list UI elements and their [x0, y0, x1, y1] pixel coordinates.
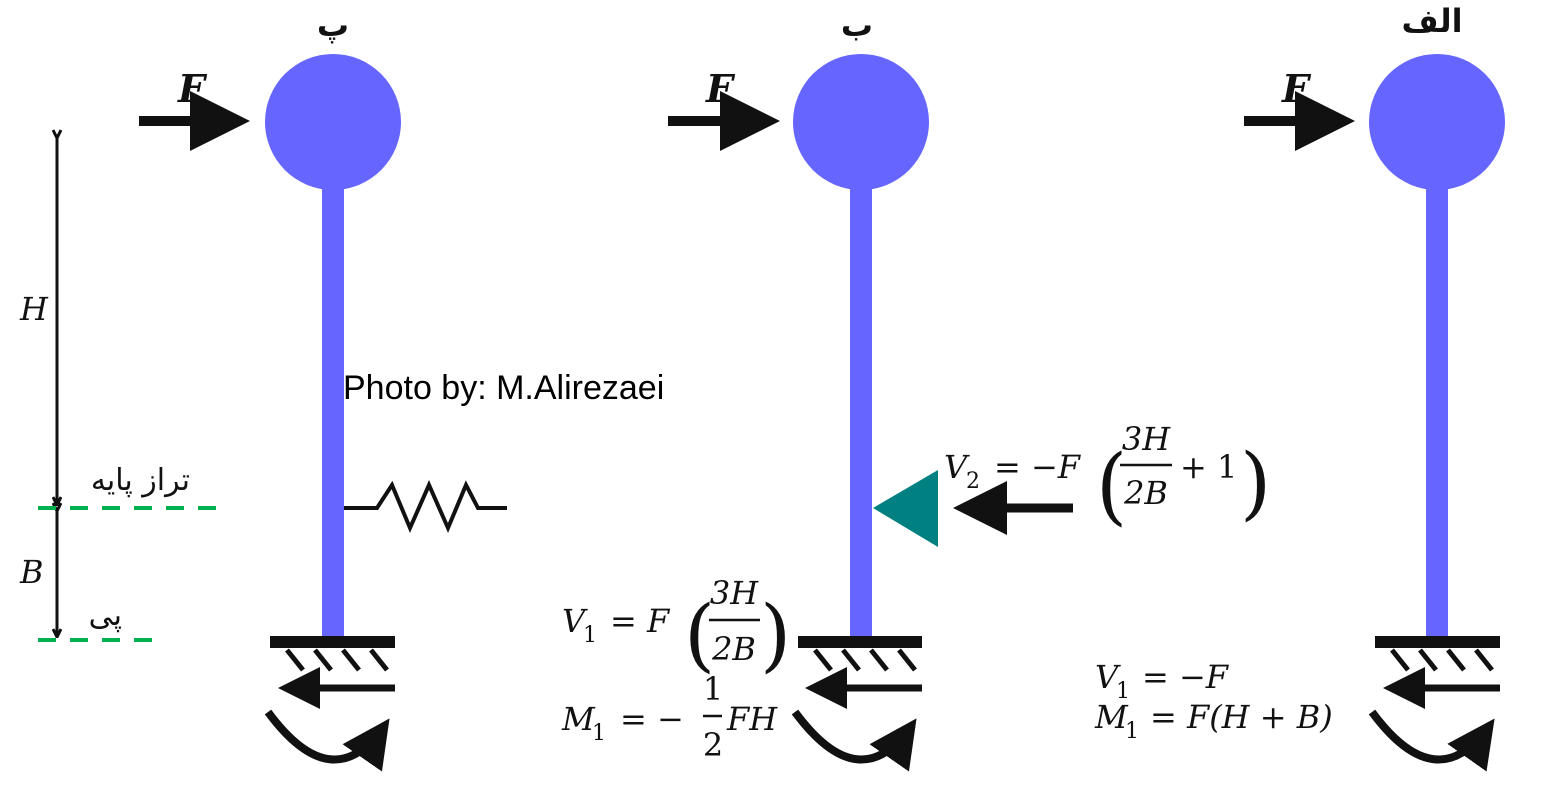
eq-tail: + 1 — [1180, 448, 1237, 486]
eq-paren-right: ) — [1240, 436, 1271, 529]
eq-sub: 1 — [1125, 719, 1139, 744]
eq-sub: 1 — [1116, 679, 1130, 704]
force-label: F — [1281, 66, 1312, 111]
mass — [1369, 54, 1505, 190]
mass — [793, 54, 929, 190]
eq-rhs: = −F — [1142, 658, 1230, 696]
eq-lhs: M — [561, 700, 596, 738]
force-label: F — [177, 66, 208, 111]
fixed-support-icon — [270, 636, 395, 672]
force-label: F — [705, 66, 736, 111]
column-c: F — [139, 54, 507, 772]
dimension-lines: H B تراز پایه پی — [19, 138, 230, 642]
column-b: F — [668, 54, 1073, 772]
title-a: الف — [1401, 2, 1462, 40]
eq-mid: = F — [610, 602, 671, 640]
eq-numerator: 1 — [703, 670, 723, 708]
eq-sub: 1 — [583, 623, 597, 648]
column — [1426, 180, 1448, 638]
fixed-support-icon — [798, 636, 922, 672]
column — [322, 180, 344, 638]
mass — [265, 54, 401, 190]
equation-b-v2: V 2 = −F ( 3H 2B + 1 ) — [944, 420, 1271, 535]
eq-paren-left: ( — [1096, 438, 1127, 535]
eq-numerator: 3H — [710, 574, 759, 612]
eq-lhs: M — [1094, 698, 1129, 736]
eq-paren-left: ( — [684, 588, 715, 681]
eq-lhs: V — [1095, 658, 1121, 696]
eq-denominator: 2B — [1123, 474, 1168, 512]
column-a: F — [1244, 54, 1505, 772]
eq-rhs: = F(H + B) — [1150, 698, 1333, 736]
pin-support-icon — [873, 470, 938, 547]
reaction-moment-arrow — [1368, 709, 1495, 772]
label-foundation: پی — [89, 598, 122, 633]
equation-b-m1: M 1 = − 1 2 FH — [561, 670, 778, 764]
eq-tail: FH — [726, 700, 778, 738]
title-b: ب — [841, 6, 873, 44]
eq-paren-right: ) — [760, 588, 791, 681]
label-h: H — [19, 290, 49, 328]
eq-lhs: V — [562, 602, 588, 640]
column — [850, 180, 872, 638]
watermark: Photo by: M.Alirezaei — [343, 369, 664, 407]
eq-lhs: V — [944, 448, 970, 486]
eq-mid: = − — [620, 700, 684, 738]
title-c: پ — [317, 6, 349, 44]
eq-numerator: 3H — [1122, 420, 1171, 458]
eq-sub: 1 — [592, 721, 606, 746]
spring-icon — [344, 480, 507, 534]
fixed-support-icon — [1375, 636, 1500, 672]
eq-denominator: 2B — [711, 630, 756, 668]
eq-sub: 2 — [966, 469, 980, 494]
eq-denominator: 2 — [703, 726, 723, 764]
equation-a-m1: M 1 = F(H + B) — [1094, 698, 1333, 744]
reaction-moment-arrow — [791, 709, 917, 772]
eq-mid: = −F — [994, 448, 1082, 486]
equation-a-v1: V 1 = −F — [1095, 658, 1230, 704]
label-b: B — [19, 553, 44, 591]
label-base-level: تراز پایه — [91, 463, 190, 498]
equation-b-v1: V 1 = F ( 3H 2B ) — [562, 574, 791, 681]
reaction-moment-arrow — [264, 709, 390, 772]
